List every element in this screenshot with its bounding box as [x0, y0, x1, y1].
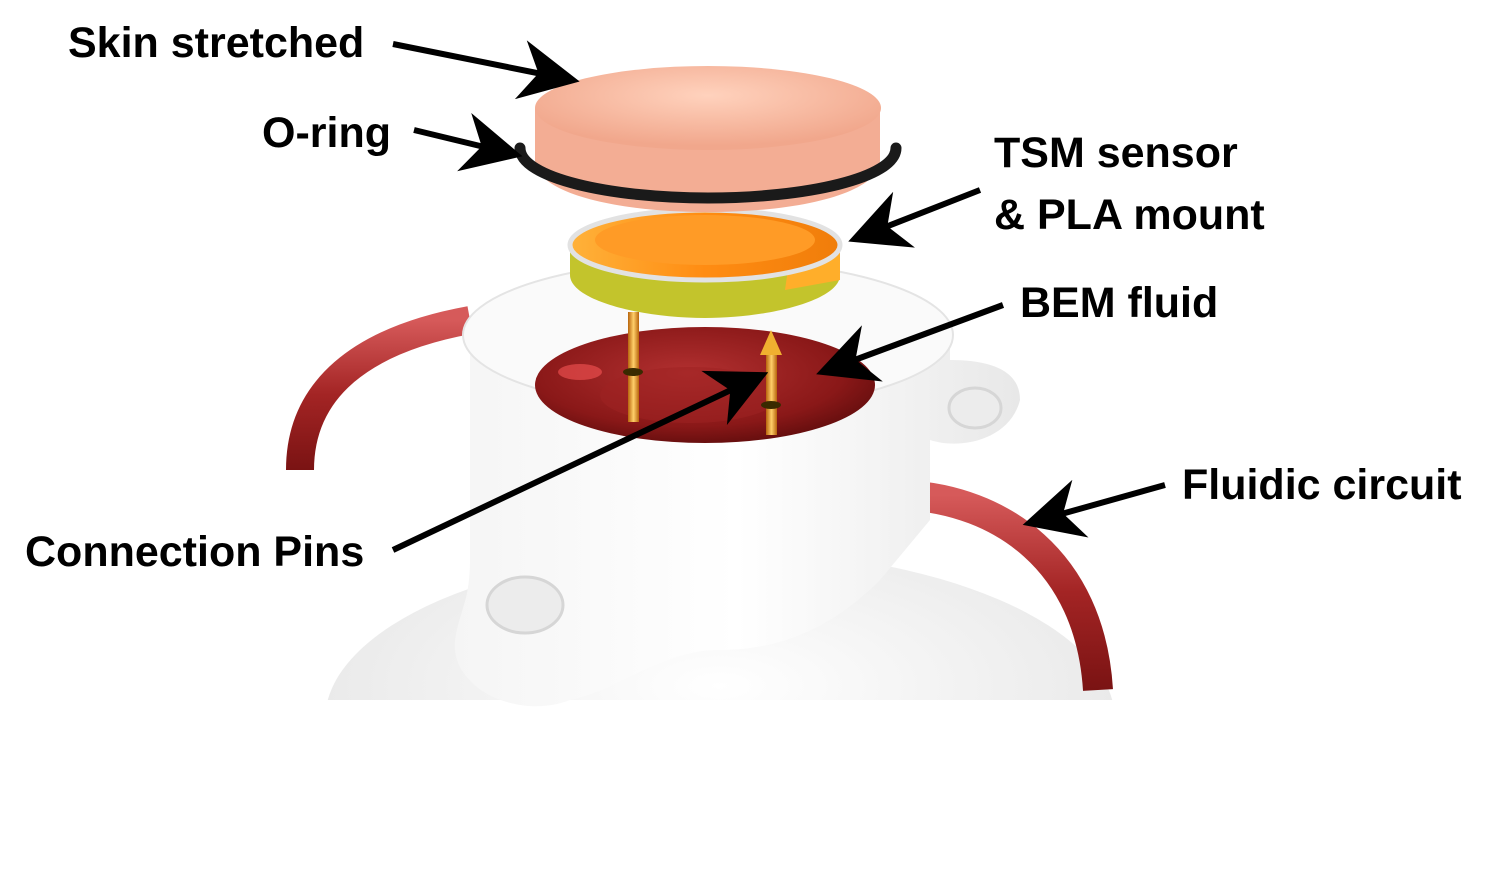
arrow-icon: [1022, 479, 1166, 538]
label-skin-stretched: Skin stretched: [68, 19, 365, 67]
arrow-icon: [848, 187, 982, 248]
mounting-hole-right: [947, 386, 1003, 430]
fluidic-tube-left: [286, 306, 473, 471]
label-o-ring: O-ring: [262, 109, 391, 157]
label-bem-fluid: BEM fluid: [1020, 279, 1219, 327]
arrow-icon: [392, 40, 580, 100]
arrow-icon: [413, 112, 523, 172]
o-ring: [514, 142, 902, 204]
housing-body: [454, 340, 1021, 707]
arrow-icon: [391, 370, 769, 553]
arrow-icon: [816, 302, 1005, 382]
label-fluidic-circuit: Fluidic circuit: [1182, 461, 1462, 509]
connection-pin-right: [766, 355, 777, 435]
label-tsm-sensor: TSM sensor: [994, 129, 1238, 177]
label-pla-mount: & PLA mount: [994, 191, 1265, 239]
connection-pin-left: [628, 312, 639, 422]
mounting-hole-left: [485, 575, 565, 635]
fluidic-tube-right: [904, 480, 1113, 692]
skin-top: [535, 66, 881, 150]
label-connection-pins: Connection Pins: [25, 528, 365, 576]
